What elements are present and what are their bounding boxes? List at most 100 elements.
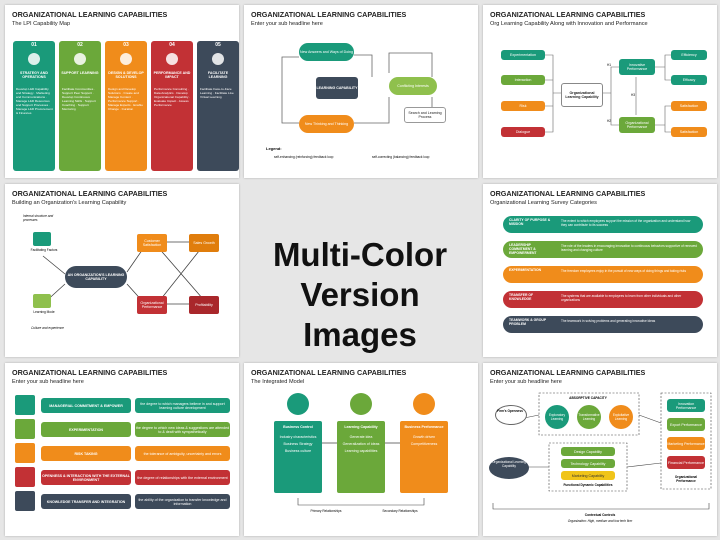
hypothesis-h2: H2 [607, 119, 612, 123]
row-text: the tolerance of ambiguity, uncertainty … [135, 446, 230, 461]
gear-head-icon [350, 393, 372, 415]
support-icon [74, 53, 86, 65]
survey-row: TRANSFER OF KNOWLEDGE The systems that a… [503, 291, 703, 308]
slide-thumbnail-3[interactable]: ORGANIZATIONAL LEARNING CAPABILITIES Org… [483, 5, 717, 178]
capability-column: 04 PERFORMANCE AND IMPACT Performance Co… [151, 41, 193, 171]
column-number: 02 [77, 42, 83, 48]
slide-thumbnail-4[interactable]: ORGANIZATIONAL LEARNING CAPABILITIES Bui… [5, 184, 239, 357]
learning-capability-card: Learning Capability Generate idea Genera… [337, 421, 385, 493]
row-label: MANAGERIAL COMMITMENT & EMPOWER [41, 398, 131, 413]
column-heading: STRATEGY AND OPERATIONS [20, 71, 48, 80]
capability-column: 01 STRATEGY AND OPERATIONS Develop L&D C… [13, 41, 55, 171]
item-satisfaction-2: Satisfaction [671, 127, 707, 137]
item-risk: Risk [501, 101, 545, 111]
card-item: Competitiveness [410, 442, 438, 446]
column-body: Facilitate Face-to-Face Learning · Facil… [200, 87, 234, 99]
exploitative-learning [609, 405, 633, 429]
connector-lines [545, 54, 671, 133]
slide-thumbnail-8[interactable]: ORGANIZATIONAL LEARNING CAPABILITIES Ent… [483, 363, 717, 536]
slide-subtitle: The Integrated Model [251, 379, 305, 385]
slide-thumbnail-7[interactable]: ORGANIZATIONAL LEARNING CAPABILITIES The… [244, 363, 478, 536]
legend-title: Legend: [266, 146, 282, 151]
slide-subtitle: Organizational Learning Survey Categorie… [490, 200, 597, 206]
card-item: Learning capabilities [344, 449, 378, 453]
rocket-icon [413, 393, 435, 415]
firms-openness-label: Firm's Openness [497, 409, 523, 413]
label-facilitating-factors: Facilitating Factors [30, 248, 58, 252]
column-body: Performance Consulting · Data Analytics … [154, 87, 191, 107]
facilitating-factors-icon [33, 232, 51, 246]
olc-diagram-lines [492, 392, 712, 510]
hypothesis-h3: H3 [631, 93, 636, 97]
slide-thumbnail-2[interactable]: ORGANIZATIONAL LEARNING CAPABILITIES Ent… [244, 5, 478, 178]
label-learning-mode: Learning Mode [33, 310, 55, 314]
briefcase-icon [287, 393, 309, 415]
card-item: Business Strategy [283, 442, 313, 446]
column-heading: FACILITATE LEARNING [207, 71, 229, 80]
slide-title: ORGANIZATIONAL LEARNING CAPABILITIES [12, 10, 168, 19]
row-text: The freedom employees enjoy in the pursu… [561, 269, 687, 273]
column-heading: PERFORMANCE AND IMPACT [153, 71, 191, 80]
column-body: Design and Develop Solutions · Create an… [108, 87, 143, 111]
export-performance: Export Performance [667, 418, 705, 431]
center-olc: Organizational Learning Capability [561, 83, 603, 107]
item-innovative-performance: Innovative Performance [619, 59, 655, 75]
slide-subtitle: Org Learning Capability Along with Innov… [490, 21, 648, 27]
item-dialogue: Dialogue [501, 127, 545, 137]
row-label: TEAMWORK & GROUP PROBLEM [509, 318, 547, 327]
slide-subtitle: Enter your sub headline here [251, 21, 323, 27]
column-heading: DESIGN & DEVELOP SOLUTIONS [108, 71, 144, 80]
heading-line-2: Version Images [300, 276, 420, 353]
column-heading: SUPPORT LEARNING [61, 71, 99, 75]
column-body: Facilitate Communities · Support Peer Su… [62, 87, 96, 111]
card-item: Business culture [284, 449, 312, 453]
profitability-box: Profitability [189, 296, 219, 314]
exploitative-label: Exploitative Learning [612, 413, 630, 421]
contextual-controls: Contextual Controls [584, 513, 616, 517]
facilitate-icon [212, 53, 224, 65]
capability-column: 03 DESIGN & DEVELOP SOLUTIONS Design and… [105, 41, 147, 171]
technology-capability: Technology Capability [561, 459, 615, 468]
capability-column: 02 SUPPORT LEARNING Facilitate Communiti… [59, 41, 101, 171]
row-label: OPENNESS & INTERACTION WITH THE EXTERNAL… [41, 470, 131, 485]
row-text: The extent to which employees support th… [561, 219, 691, 228]
transformative-label: Transformative Learning [578, 413, 600, 421]
learning-mode-icon [33, 294, 51, 308]
contextual-controls-sub: Organization: High, medium and low tech … [567, 519, 633, 523]
row-label: KNOWLEDGE TRANSFER AND INTEGRATION [41, 494, 131, 509]
slide-subtitle: Enter your sub headline here [12, 379, 84, 385]
organizational-performance-title: Organizational Performance [674, 475, 698, 483]
firms-openness [495, 405, 527, 425]
fdc-title: Functional Dynamic Capabilities [563, 483, 613, 487]
card-heading: Business Control [283, 425, 313, 429]
absorptive-capacity-title: ABSORPTIVE CAPACITY [569, 396, 607, 400]
row-text: the degree to which new ideas & suggesti… [135, 422, 230, 437]
slide-title: ORGANIZATIONAL LEARNING CAPABILITIES [490, 10, 646, 19]
transformative-learning [577, 405, 601, 429]
sales-growth-box: Sales Growth [189, 234, 219, 252]
center-capability: AN ORGANIZATION'S LEARNING CAPABILITY [65, 266, 127, 288]
column-number: 04 [169, 42, 175, 48]
item-interaction: Interaction [501, 75, 545, 85]
item-efficiency: Efficiency [671, 50, 707, 60]
row-text: the ability of the organization to trans… [135, 494, 230, 509]
primary-relationships: Primary Relationships [310, 509, 342, 513]
row-label: TRANSFER OF KNOWLEDGE [509, 293, 534, 302]
slide-title: ORGANIZATIONAL LEARNING CAPABILITIES [490, 368, 646, 377]
item-efficacy: Efficacy [671, 75, 707, 85]
slide-thumbnail-1[interactable]: ORGANIZATIONAL LEARNING CAPABILITIES The… [5, 5, 239, 178]
row-text: The teamwork in solving problems and gen… [561, 319, 656, 323]
multi-color-heading: Multi-Color Version Images [240, 235, 480, 355]
hypothesis-h1: H1 [607, 63, 612, 67]
column-body: Develop L&D Capability and Strategy · Ma… [16, 87, 53, 115]
slide-thumbnail-5[interactable]: ORGANIZATIONAL LEARNING CAPABILITIES Org… [483, 184, 717, 357]
exploratory-learning [545, 405, 569, 429]
row-text: The role of the leaders in encouraging i… [561, 244, 697, 253]
row-label: EXPERIMENTATION [41, 422, 131, 437]
item-organizational-performance: Organizational Performance [619, 117, 655, 133]
row-label: EXPERIMENTATION [509, 268, 542, 272]
capability-column: 05 FACILITATE LEARNING Facilitate Face-t… [197, 41, 239, 171]
stack-cube-4 [15, 467, 35, 487]
survey-row: EXPERIMENTATION The freedom employees en… [503, 266, 703, 283]
slide-thumbnail-6[interactable]: ORGANIZATIONAL LEARNING CAPABILITIES Ent… [5, 363, 239, 536]
